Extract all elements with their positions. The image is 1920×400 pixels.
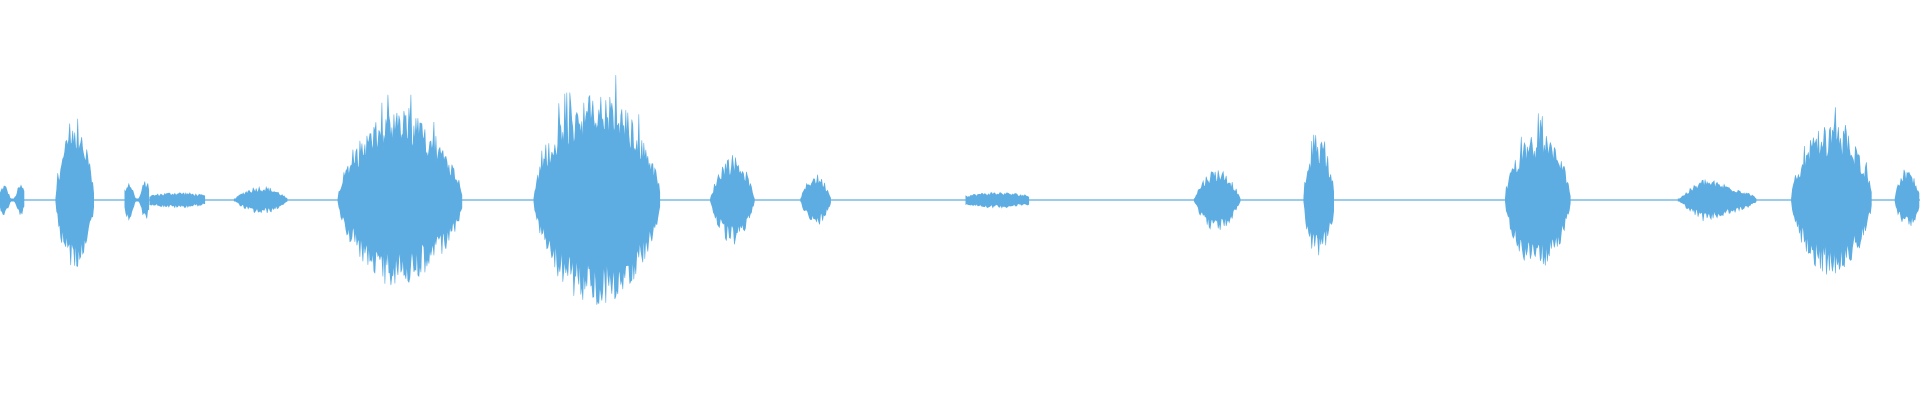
waveform-burst-15 — [1791, 107, 1872, 275]
waveform-bursts — [0, 75, 1920, 305]
waveform-burst-10 — [965, 192, 1030, 209]
waveform-burst-6 — [337, 94, 463, 286]
waveform-burst-3 — [124, 181, 150, 221]
waveform-burst-7 — [533, 75, 661, 305]
waveform-burst-9 — [800, 174, 831, 225]
waveform-burst-12 — [1303, 134, 1334, 256]
waveform-burst-5 — [233, 186, 288, 214]
waveform-burst-1 — [0, 184, 25, 216]
waveform-burst-13 — [1505, 113, 1571, 266]
waveform-burst-11 — [1193, 170, 1241, 230]
waveform-burst-2 — [55, 118, 94, 267]
waveform-burst-4 — [149, 192, 206, 209]
waveform-burst-14 — [1677, 179, 1757, 222]
waveform-burst-8 — [710, 155, 755, 245]
waveform-burst-16 — [1894, 169, 1920, 226]
